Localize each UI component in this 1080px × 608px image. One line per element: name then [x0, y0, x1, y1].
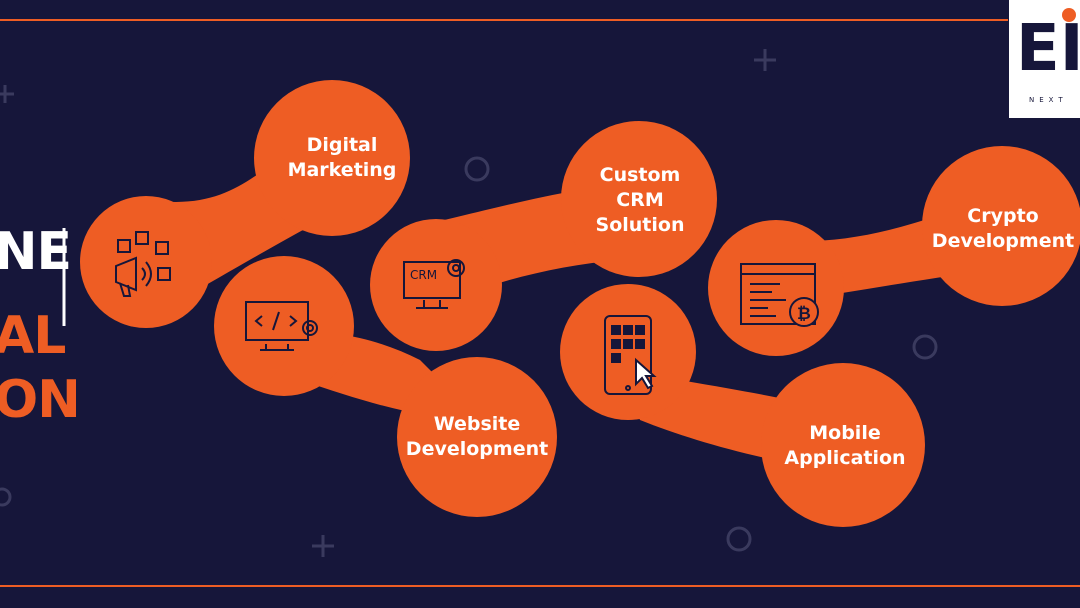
ring-decor — [464, 156, 490, 182]
blob-crypto — [922, 146, 1080, 306]
blob-crm — [561, 121, 717, 277]
blob-website — [397, 357, 557, 517]
crm-monitor-gear-icon: CRM — [403, 259, 465, 309]
blob-crm-icon — [370, 219, 502, 351]
brand-logo-subtext: NEXT — [1029, 96, 1068, 104]
process-chain — [80, 80, 1080, 527]
blob-mobile-icon — [560, 284, 696, 420]
svg-text:CRM: CRM — [410, 268, 437, 282]
service-label-digital-marketing: Digital Marketing — [287, 134, 397, 181]
svg-text:₿: ₿ — [797, 304, 811, 324]
blob-website-icon — [214, 256, 354, 396]
ring-decor — [726, 526, 752, 552]
browser-bitcoin-icon: ₿ — [740, 263, 819, 327]
ring-decor — [912, 334, 938, 360]
smartphone-touch-icon — [604, 315, 657, 395]
service-label-website-development: Website Development — [405, 413, 549, 460]
service-label-crypto-development: Crypto Development — [931, 205, 1075, 252]
service-label-custom-crm: Custom CRM Solution — [595, 164, 685, 236]
brand-logo-text: EI — [1016, 12, 1080, 86]
plus-decor — [312, 535, 334, 557]
code-monitor-gear-icon — [245, 301, 318, 351]
social-megaphone-icon — [115, 231, 171, 297]
brand-logo-dot — [1062, 8, 1076, 22]
ring-decor — [0, 487, 12, 507]
decor-marks — [0, 49, 938, 557]
blob-digital-marketing — [254, 80, 410, 236]
blob-mobile — [761, 363, 925, 527]
headline-line-3: ON — [0, 370, 81, 430]
service-label-mobile-application: Mobile Application — [784, 422, 906, 469]
headline-line-1: NE — [0, 222, 72, 282]
plus-decor — [0, 85, 14, 103]
plus-decor — [754, 49, 776, 71]
blob-crypto-icon — [708, 220, 844, 356]
headline-line-2: AL — [0, 306, 66, 366]
